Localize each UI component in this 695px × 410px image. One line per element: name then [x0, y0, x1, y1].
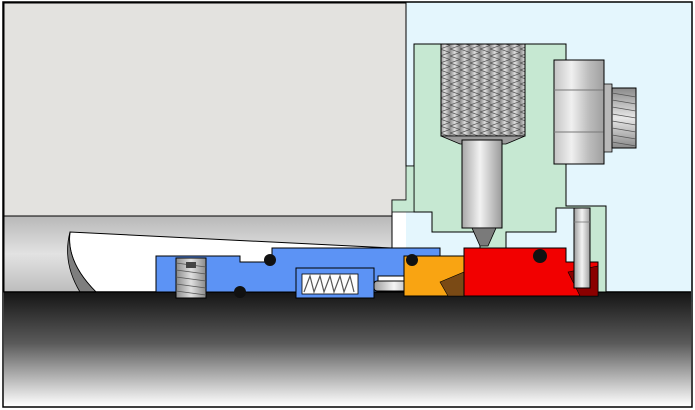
- anti-rotation-pin: [573, 207, 591, 289]
- compression-spring: [301, 273, 359, 295]
- o-ring: [264, 254, 276, 266]
- bolt-thread: [611, 87, 637, 149]
- set-screw: [175, 257, 207, 299]
- stationary-seat: [463, 247, 599, 297]
- shaft: [4, 292, 691, 406]
- housing: [3, 2, 415, 217]
- port-passage: [461, 139, 503, 229]
- o-ring: [406, 254, 418, 266]
- hex-bolt: [553, 59, 637, 165]
- gland-spigot: [391, 165, 415, 213]
- o-ring: [234, 286, 246, 298]
- threaded-port: [440, 43, 526, 247]
- o-ring: [533, 249, 547, 263]
